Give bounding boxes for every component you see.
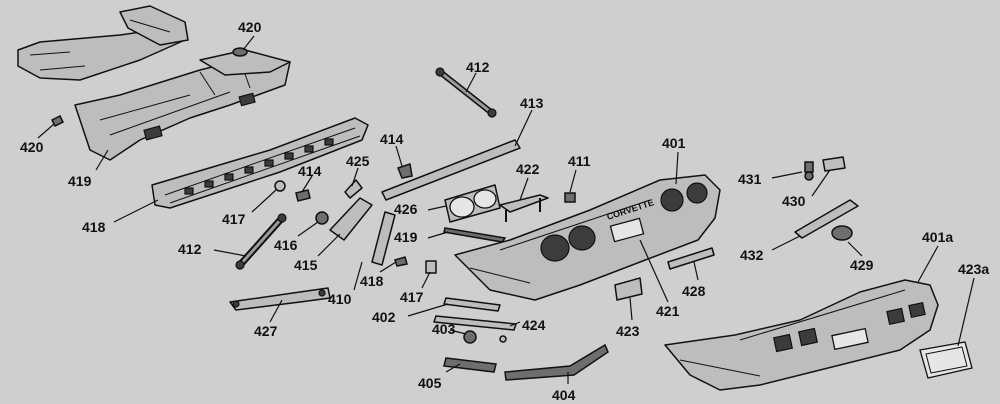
callout-414: 414 xyxy=(380,131,404,147)
clip-414-upper xyxy=(397,163,413,179)
strip-402 xyxy=(443,297,501,312)
callout-423: 423 xyxy=(616,323,640,339)
callout-419: 419 xyxy=(68,173,92,189)
callout-402: 402 xyxy=(372,309,396,325)
callout-426: 426 xyxy=(394,201,418,217)
callout-411: 411 xyxy=(568,153,591,169)
bushing-417 xyxy=(274,180,286,192)
callout-414: 414 xyxy=(298,163,322,179)
callout-416: 416 xyxy=(274,237,298,253)
seal-419 xyxy=(443,227,507,243)
strip-404 xyxy=(504,343,609,381)
callout-419: 419 xyxy=(394,229,418,245)
callout-418: 418 xyxy=(82,219,106,235)
callout-429: 429 xyxy=(850,257,874,273)
callout-417: 417 xyxy=(222,211,246,227)
nut-417 xyxy=(425,260,437,274)
callout-423a: 423a xyxy=(958,261,989,277)
callout-417: 417 xyxy=(400,289,424,305)
callout-424: 424 xyxy=(522,317,546,333)
bolt-420-top xyxy=(232,47,248,57)
callout-425: 425 xyxy=(346,153,370,169)
strip-405 xyxy=(443,357,497,373)
callout-430: 430 xyxy=(782,193,806,209)
callout-412: 412 xyxy=(466,59,490,75)
strut-412-upper xyxy=(435,67,497,118)
bracket-410 xyxy=(371,211,396,266)
strip-413 xyxy=(381,139,521,201)
grommet-416 xyxy=(315,211,329,225)
callout-421: 421 xyxy=(656,303,680,319)
plate-lamp-423 xyxy=(614,277,643,301)
callout-431: 431 xyxy=(738,171,762,187)
rear-frame-assembly xyxy=(17,5,291,161)
callout-405: 405 xyxy=(418,375,442,391)
callout-432: 432 xyxy=(740,247,764,263)
callout-403: 403 xyxy=(432,321,456,337)
strip-424 xyxy=(433,315,517,331)
callout-413: 413 xyxy=(520,95,544,111)
callout-401: 401 xyxy=(662,135,686,151)
impact-bar-418 xyxy=(151,117,369,209)
callout-420: 420 xyxy=(238,19,262,35)
brace-422 xyxy=(499,194,549,222)
callout-427: 427 xyxy=(254,323,278,339)
grommet-403 xyxy=(463,330,507,344)
strut-412-lower xyxy=(235,213,287,270)
callout-418: 418 xyxy=(360,273,384,289)
grommet-429 xyxy=(831,225,853,241)
rear-fascia-401: CORVETTE xyxy=(454,174,721,301)
callout-415: 415 xyxy=(294,257,318,273)
callout-420: 420 xyxy=(20,139,44,155)
callout-labels: 420 420 419 418 412 413 414 414 425 417 … xyxy=(20,19,989,403)
taillight-housing-426 xyxy=(444,184,501,223)
bracket-415 xyxy=(329,197,373,241)
bracket-411 xyxy=(564,192,576,203)
clip-414-lower xyxy=(295,189,311,202)
callout-428: 428 xyxy=(682,283,706,299)
callout-412: 412 xyxy=(178,241,202,257)
plate-lamp-423a xyxy=(919,341,973,379)
reflector-428 xyxy=(667,247,715,270)
bolt-431 xyxy=(804,161,814,181)
leader-lines xyxy=(37,35,975,384)
callout-410: 410 xyxy=(328,291,352,307)
rear-fascia-401a xyxy=(664,279,939,391)
stud-418 xyxy=(394,256,408,267)
callout-404: 404 xyxy=(552,387,576,403)
bracket-427 xyxy=(229,287,331,311)
bracket-430 xyxy=(822,156,846,172)
callout-422: 422 xyxy=(516,161,540,177)
callout-401a: 401a xyxy=(922,229,953,245)
